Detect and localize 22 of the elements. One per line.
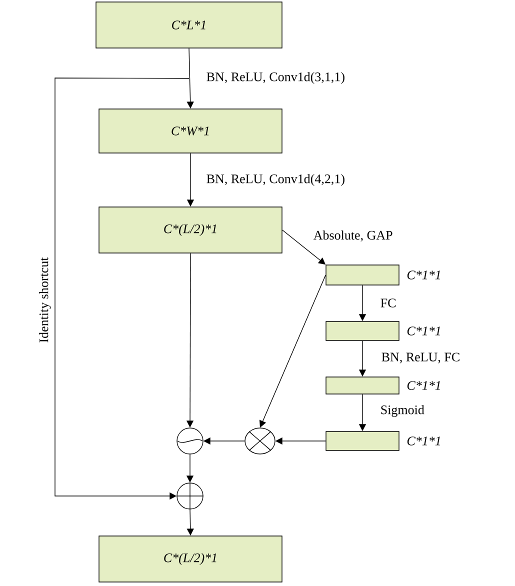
edge-label: BN, ReLU, Conv1d(4,2,1) xyxy=(206,174,344,186)
edge-label: BN, ReLU, FC xyxy=(382,352,460,364)
edge-label: Sigmoid xyxy=(381,405,424,417)
size-label: C*1*1 xyxy=(407,270,440,280)
feature-box xyxy=(326,264,400,286)
edge-label: FC xyxy=(380,298,396,308)
edge-label: BN, ReLU, Conv1d(3,1,1) xyxy=(206,72,344,84)
subtract-symbol xyxy=(176,428,204,454)
add-symbol xyxy=(176,482,204,510)
size-label: C*1*1 xyxy=(407,381,440,390)
edge-label: Absolute, GAP xyxy=(313,230,392,242)
feature-box: C*W*1 xyxy=(98,108,282,154)
size-label: C*1*1 xyxy=(407,436,440,446)
size-label: C*1*1 xyxy=(407,326,440,336)
edge-label: Identity shortcut xyxy=(39,257,51,342)
feature-box: C*L*1 xyxy=(96,2,282,48)
feature-box: C*(L/2)*1 xyxy=(98,536,282,582)
feature-box xyxy=(326,431,400,451)
feature-box: C*(L/2)*1 xyxy=(98,206,282,254)
feature-box xyxy=(326,376,400,394)
multiply-symbol xyxy=(244,428,276,454)
feature-box xyxy=(326,321,400,341)
